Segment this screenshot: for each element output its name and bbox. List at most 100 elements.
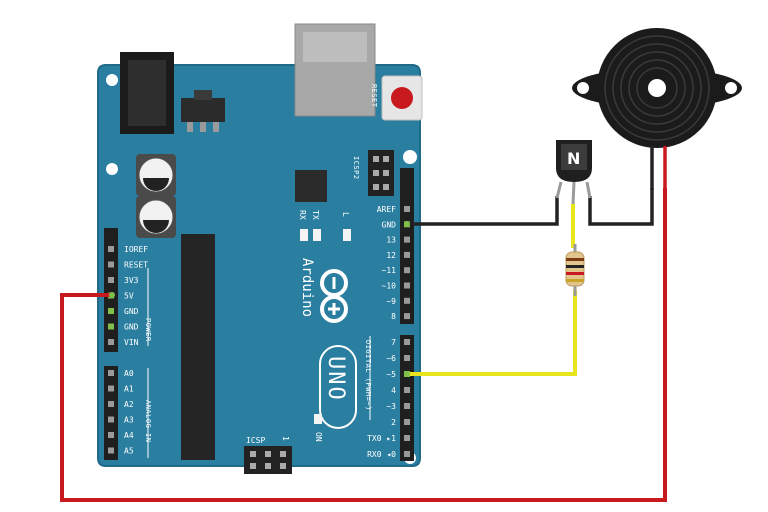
analog-header <box>104 366 118 460</box>
pin-joint <box>404 371 410 377</box>
icsp-pin1-label: 1 <box>281 436 290 441</box>
brand-name: Arduino <box>299 258 315 317</box>
header-socket <box>404 236 410 243</box>
transistor-mark: N <box>567 149 580 168</box>
icsp-header <box>244 446 292 474</box>
power-pins: IOREF RESET 3V3 5V GND GND VIN <box>108 245 148 347</box>
header-socket <box>108 308 114 314</box>
header-socket <box>108 416 114 423</box>
digital-header-top <box>400 168 414 324</box>
header-socket <box>404 267 410 274</box>
icsp2-header <box>368 150 394 196</box>
capacitor <box>136 154 176 196</box>
pin-label: TX0 ▸1 <box>367 434 396 443</box>
mount-hole <box>106 163 118 175</box>
pin-label: GND <box>382 220 397 229</box>
header-socket <box>108 246 114 252</box>
pin-label: RESET <box>124 261 148 270</box>
pin-label: A2 <box>124 400 134 409</box>
pin-label: IOREF <box>124 245 148 254</box>
pin-label: 12 <box>386 251 396 260</box>
resistor <box>565 244 585 296</box>
header-socket <box>108 370 114 376</box>
pin-label: ~3 <box>386 402 396 411</box>
usb-chip <box>295 170 327 202</box>
header-socket <box>404 297 410 304</box>
header-socket <box>404 403 410 409</box>
piezo-buzzer <box>572 28 742 190</box>
header-socket <box>108 339 114 345</box>
pin-label: AREF <box>377 205 396 214</box>
power-section-label: POWER <box>144 318 152 342</box>
pin-label: ~10 <box>382 282 397 291</box>
pin-label: 4 <box>391 386 396 395</box>
pin-joint <box>109 292 115 298</box>
header-socket <box>404 251 410 258</box>
pin-label: 13 <box>386 236 396 245</box>
reset-button[interactable] <box>381 75 423 121</box>
pin-label: 7 <box>391 338 396 347</box>
arduino-board: RESET ICSP2 TX RX L Arduino <box>97 23 423 474</box>
header-socket <box>404 355 410 361</box>
wire-ground <box>407 188 654 226</box>
header-socket <box>404 313 410 320</box>
l-led <box>343 229 351 241</box>
header-socket <box>404 387 410 393</box>
capacitor <box>136 196 176 238</box>
pin-label: 3V3 <box>124 276 139 285</box>
pin-label: A0 <box>124 369 134 378</box>
pin-label: 2 <box>391 418 396 427</box>
header-socket <box>108 401 114 407</box>
header-socket <box>108 385 114 392</box>
wire-power-5v <box>60 188 667 502</box>
wire-signal-pin5 <box>407 204 577 376</box>
arduino-logo-icon <box>320 269 348 323</box>
header-socket <box>108 447 114 454</box>
power-header <box>104 228 118 352</box>
header-socket <box>404 419 410 425</box>
pin-label: RX0 ◂0 <box>367 450 396 459</box>
pin-label: ~9 <box>386 297 396 306</box>
tx-led <box>313 229 321 241</box>
microcontroller <box>181 234 215 460</box>
pin-label: 5V <box>124 292 134 301</box>
icsp-label: ICSP <box>246 436 265 445</box>
model-name: UNO <box>323 356 348 402</box>
board-body <box>97 64 421 467</box>
pin-label: 8 <box>391 312 396 321</box>
rx-label: RX <box>298 210 307 220</box>
header-socket <box>404 451 410 457</box>
digital-header-bottom <box>400 335 414 461</box>
pin-label: A1 <box>124 385 134 394</box>
voltage-regulator <box>181 98 225 122</box>
pin-label: GND <box>124 307 139 316</box>
pin-label: ~6 <box>386 354 396 363</box>
tx-label: TX <box>311 210 320 220</box>
header-socket <box>404 206 410 212</box>
uno-badge <box>319 345 357 429</box>
pin-joint <box>404 221 410 227</box>
digital-section-label: DIGITAL (PWM=~) <box>364 340 372 411</box>
npn-transistor: N <box>555 140 592 205</box>
reset-label: RESET <box>370 84 378 108</box>
icsp2-label: ICSP2 <box>352 156 360 180</box>
header-socket <box>108 261 114 268</box>
header-socket <box>404 339 410 345</box>
pin-label: A4 <box>124 431 134 440</box>
on-label: ON <box>314 432 323 442</box>
rx-led <box>300 229 308 241</box>
pin-label: GND <box>124 323 139 332</box>
mount-hole <box>106 74 118 86</box>
pin-label: VIN <box>124 338 139 347</box>
header-socket <box>404 435 410 441</box>
analog-section-label: ANALOG IN <box>144 400 152 442</box>
pin-label: A5 <box>124 447 134 456</box>
l-label: L <box>341 212 350 217</box>
mount-hole <box>403 150 417 164</box>
header-socket <box>108 323 114 330</box>
header-socket <box>404 282 410 289</box>
header-socket <box>108 277 114 283</box>
